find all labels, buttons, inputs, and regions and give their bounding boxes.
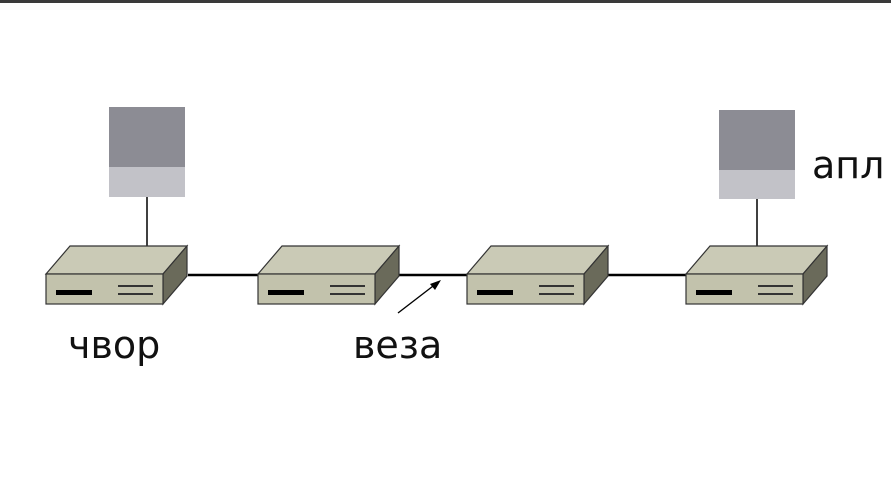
node-label: чвор bbox=[68, 323, 161, 367]
router-1 bbox=[45, 245, 188, 305]
top-border bbox=[0, 0, 891, 3]
link-pointer-arrow bbox=[397, 280, 441, 314]
link-label: веза bbox=[353, 323, 443, 367]
host-left bbox=[109, 107, 185, 197]
host-right bbox=[719, 110, 795, 199]
router-4 bbox=[685, 245, 828, 305]
application-label: апл bbox=[812, 143, 885, 187]
router-3 bbox=[466, 245, 609, 305]
router-2 bbox=[257, 245, 400, 305]
